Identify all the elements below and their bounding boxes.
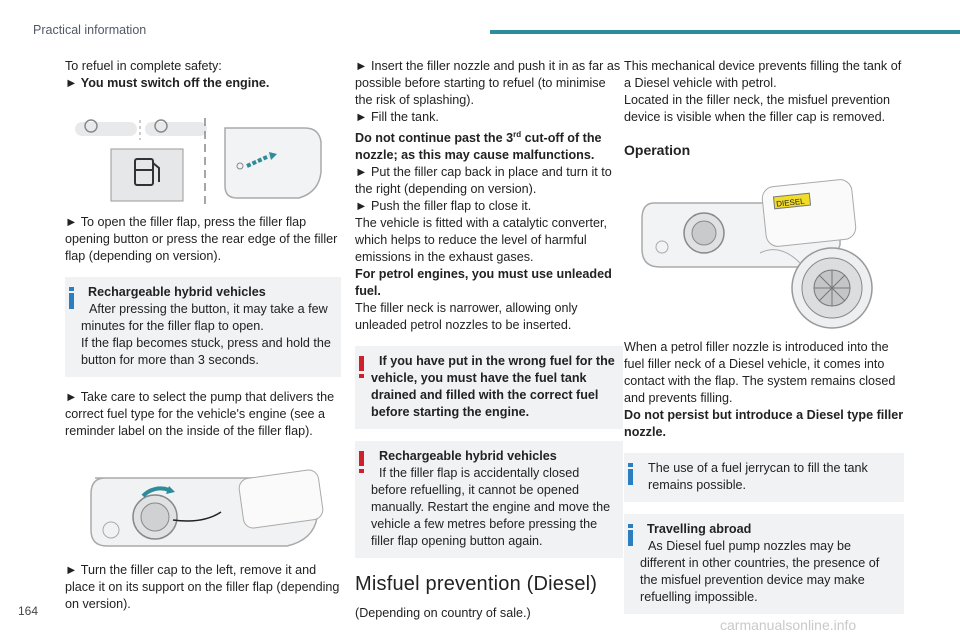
step-push: ► Push the filler flap to close it.: [355, 199, 532, 214]
warning-hybrid: Rechargeable hybrid vehicles If the fill…: [355, 441, 623, 559]
operation-heading: Operation: [624, 142, 691, 158]
info-icon: [68, 287, 75, 309]
step-insert: ► Insert the filler nozzle and push it i…: [355, 59, 621, 107]
step-engine: ► You must switch off the engine.: [65, 76, 270, 90]
arrow-icon: ►: [65, 563, 78, 577]
note-abroad: Travelling abroad As Diesel fuel pump no…: [624, 514, 904, 614]
warning-title: Rechargeable hybrid vehicles: [379, 449, 557, 464]
arrow-icon: ►: [65, 390, 78, 404]
note-text: As Diesel fuel pump nozzles may be diffe…: [640, 539, 880, 604]
arrow-icon: ►: [355, 59, 368, 73]
info-icon: [627, 524, 634, 546]
step-open: ► To open the filler flap, press the fil…: [65, 215, 338, 263]
page-number: 164: [18, 604, 39, 618]
section-subtitle: (Depending on country of sale.): [355, 606, 531, 621]
illustration-filler-button: [65, 108, 341, 208]
arrow-icon: ►: [355, 199, 368, 214]
illustration-filler-cap: [65, 452, 341, 552]
neck-text: The filler neck is narrower, allowing on…: [355, 301, 578, 333]
do-not-text: Do not persist but introduce a Diesel ty…: [624, 408, 904, 439]
step-fill: ► Fill the tank.: [355, 110, 439, 124]
warning-text: If you have put in the wrong fuel for th…: [371, 354, 615, 420]
note-jerrycan: The use of a fuel jerrycan to fill the t…: [624, 453, 904, 502]
catalytic-text: The vehicle is fitted with a catalytic c…: [355, 216, 607, 265]
header-title: Practical information: [33, 23, 147, 37]
note-line: After pressing the button, it may take a…: [81, 302, 328, 333]
diesel-label: DIESEL: [776, 197, 806, 209]
section-title-misfuel: Misfuel prevention (Diesel): [355, 573, 598, 596]
note-hybrid-open: Rechargeable hybrid vehicles After press…: [65, 277, 341, 377]
arrow-icon: ►: [65, 215, 78, 229]
warning-text: If the filler flap is accidentally close…: [371, 466, 611, 549]
note-title: Travelling abroad: [647, 522, 752, 536]
illustration-misfuel-device: DIESEL: [624, 173, 904, 333]
note-text: The use of a fuel jerrycan to fill the t…: [648, 461, 868, 492]
column-2: ► Insert the filler nozzle and push it i…: [355, 58, 623, 622]
warning-cutoff: Do not continue past the 3rd cut-off of …: [355, 130, 602, 163]
device-text: This mechanical device prevents filling …: [624, 59, 902, 90]
note-title: Rechargeable hybrid vehicles: [88, 285, 266, 299]
warning-icon: [358, 356, 365, 379]
column-3: This mechanical device prevents filling …: [624, 58, 904, 626]
arrow-icon: ►: [355, 165, 368, 180]
arrow-icon: ►: [65, 76, 78, 90]
step-cap: ► Turn the filler cap to the left, remov…: [65, 563, 340, 611]
step-putback: ► Put the filler cap back in place and t…: [355, 165, 612, 197]
located-text: Located in the filler neck, the misfuel …: [624, 93, 891, 124]
column-1: To refuel in complete safety: ► You must…: [65, 58, 341, 613]
watermark: carmanualsonline.info: [720, 617, 857, 633]
info-icon: [627, 463, 634, 485]
intro-text: To refuel in complete safety:: [65, 59, 222, 73]
warning-wrong-fuel: If you have put in the wrong fuel for th…: [355, 346, 623, 430]
step-pump: ► Take care to select the pump that deli…: [65, 390, 335, 438]
petrol-nozzle-text: When a petrol filler nozzle is introduce…: [624, 340, 896, 405]
petrol-bold: For petrol engines, you must use unleade…: [355, 267, 612, 299]
header-accent-bar: [490, 30, 960, 34]
arrow-icon: ►: [355, 110, 368, 124]
note-line: If the flap becomes stuck, press and hol…: [81, 336, 331, 367]
warning-icon: [358, 451, 365, 474]
